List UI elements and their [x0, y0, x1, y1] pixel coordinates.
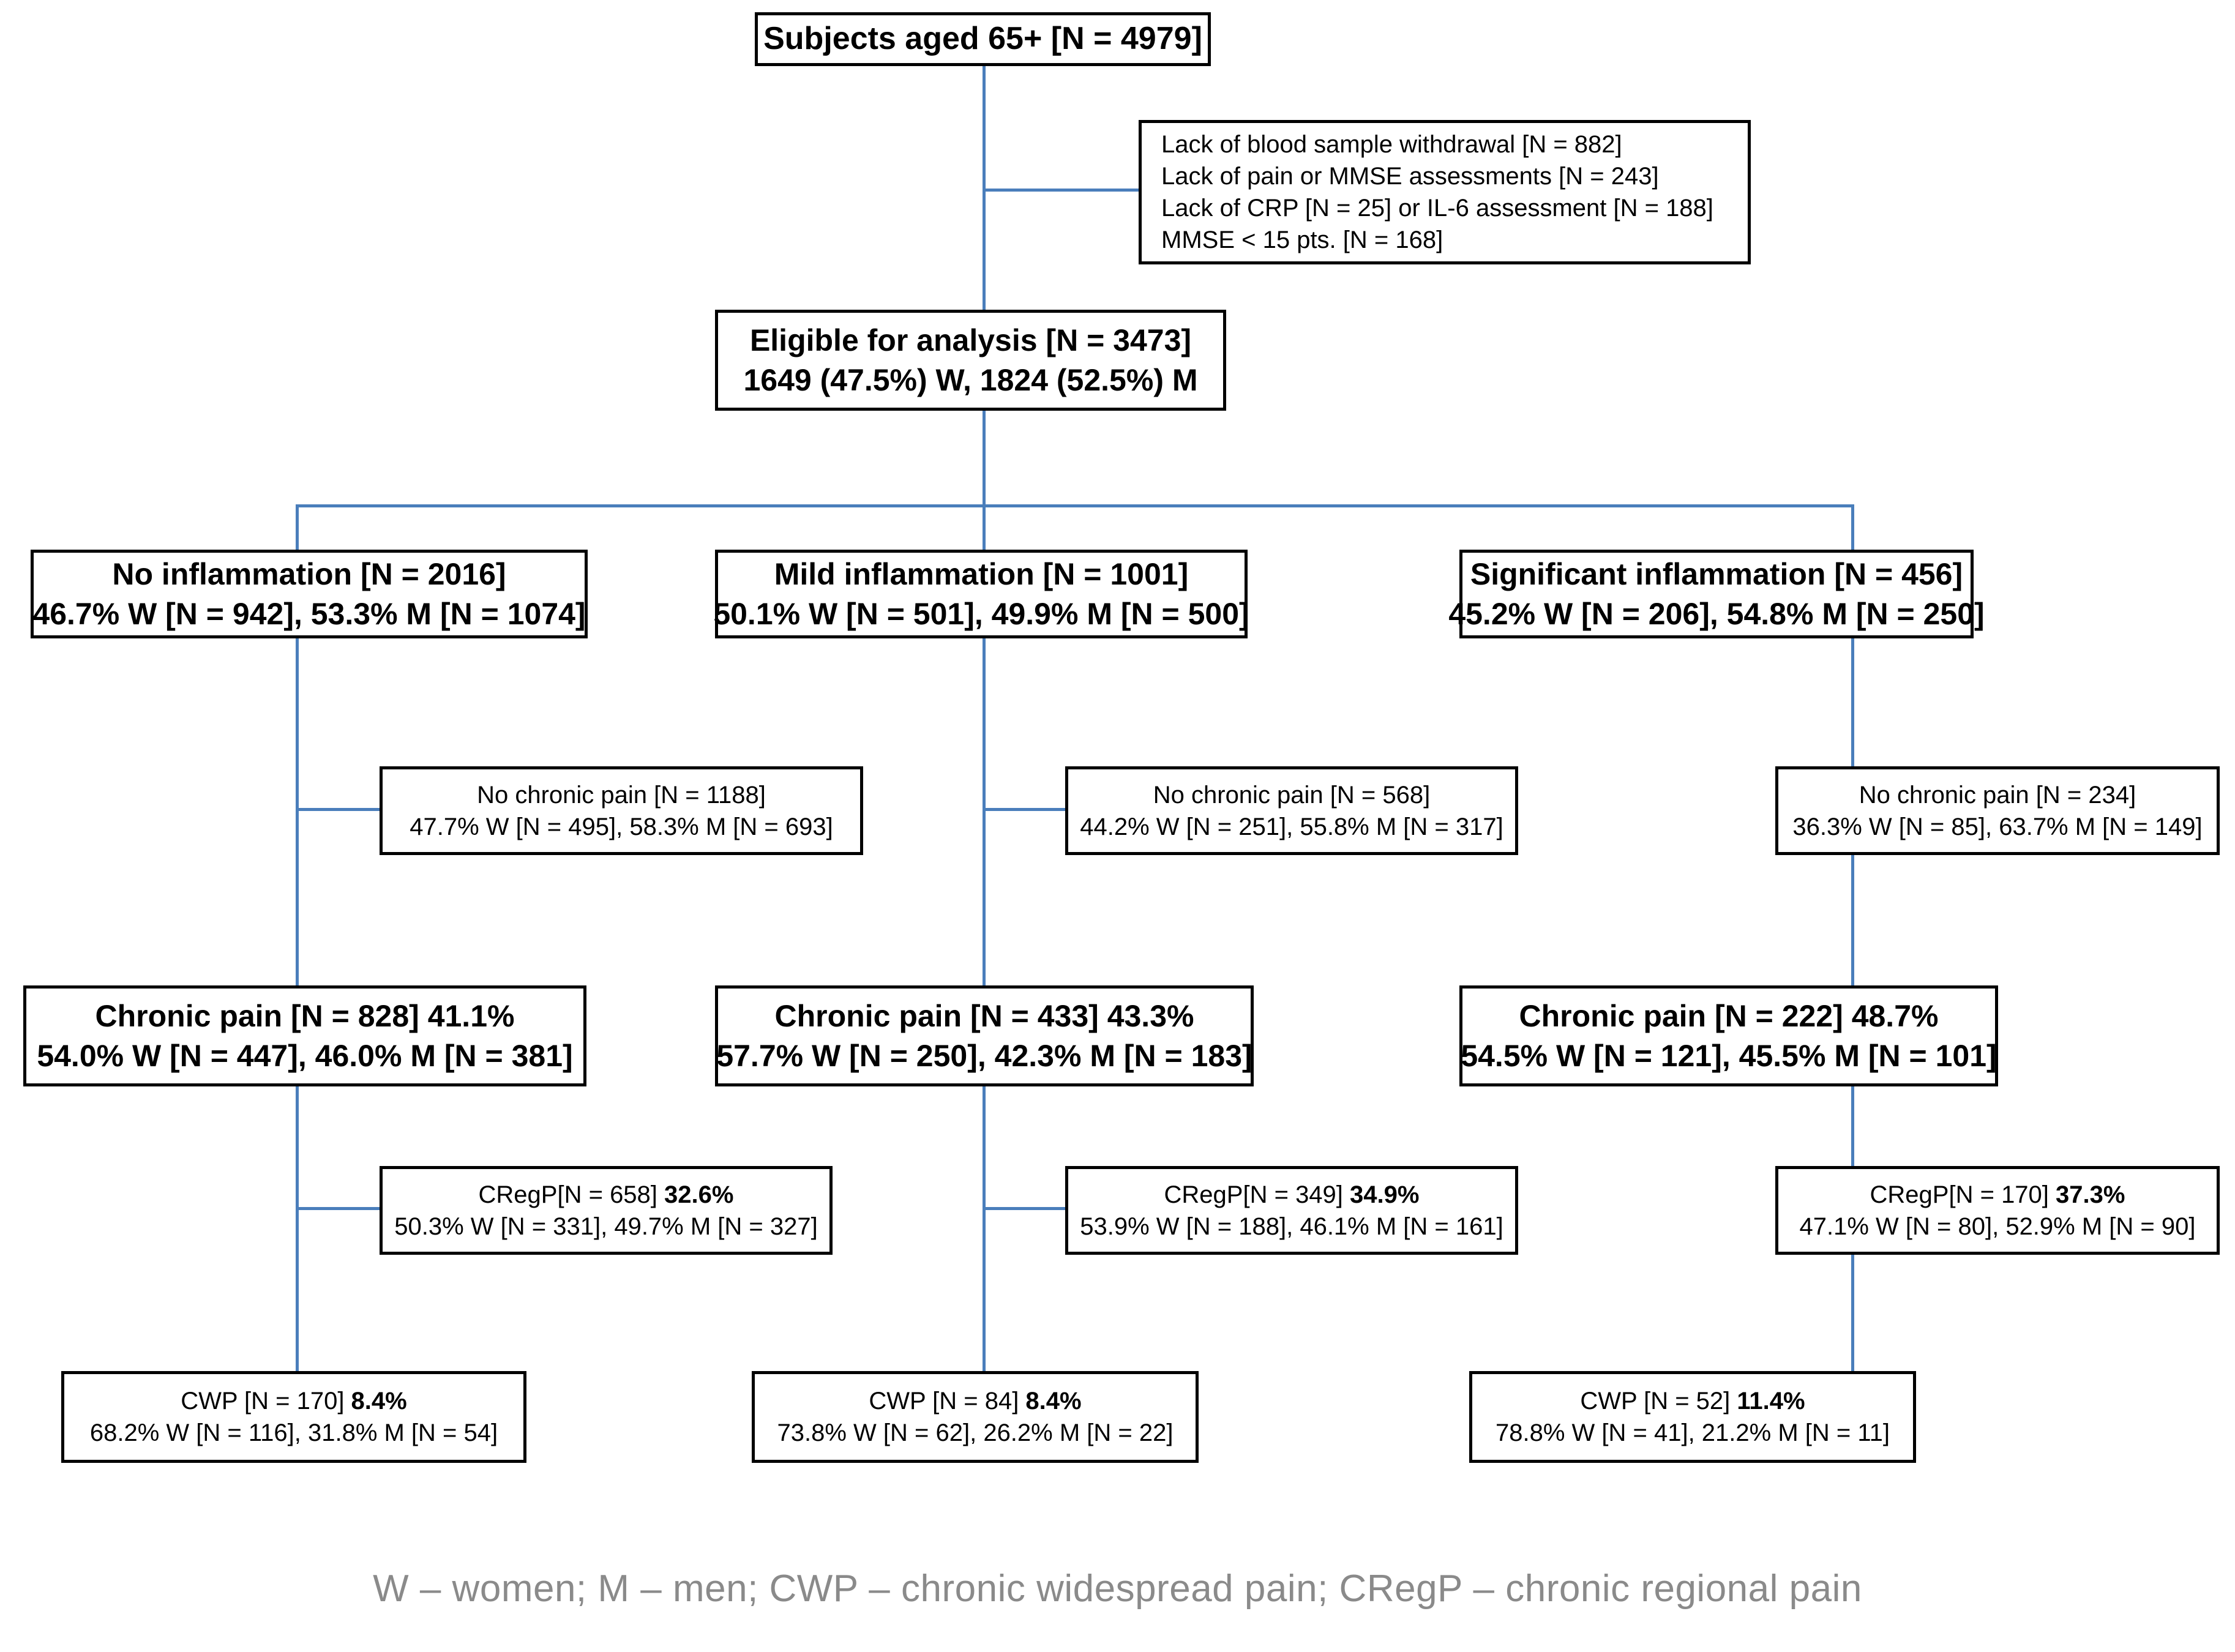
cregp-2-label: CRegP[N = 349] [1164, 1181, 1350, 1208]
subjects-root-box: Subjects aged 65+ [N = 4979] [755, 12, 1211, 66]
no-chronic-pain-3-line-1: No chronic pain [N = 234] [1859, 781, 2136, 809]
chronic-pain-no-inflammation-box: Chronic pain [N = 828] 41.1% 54.0% W [N … [23, 985, 586, 1086]
connector-column-1-to-cregp [296, 1207, 384, 1210]
cwp-1-label: CWP [N = 170] [181, 1388, 351, 1415]
chronic-pain-mild-inflammation-box: Chronic pain [N = 433] 43.3% 57.7% W [N … [715, 985, 1254, 1086]
exclusion-line-2: Lack of pain or MMSE assessments [N = 24… [1161, 163, 1659, 190]
connector-branch-bus [296, 504, 1854, 507]
cregp-3-line-2: 47.1% W [N = 80], 52.9% M [N = 90] [1799, 1213, 2196, 1240]
cwp-2-label: CWP [N = 84] [869, 1388, 1026, 1415]
subjects-root-line-1: Subjects aged 65+ [N = 4979] [763, 21, 1202, 57]
chronic-pain-1-line-1: Chronic pain [N = 828] 41.1% [95, 998, 515, 1033]
connector-column-1-to-no-chronic-pain [296, 808, 384, 811]
cregp-mild-inflammation-box: CRegP[N = 349] 34.9% 53.9% W [N = 188], … [1065, 1166, 1518, 1255]
exclusion-criteria-box: Lack of blood sample withdrawal [N = 882… [1139, 120, 1751, 264]
cwp-2-percent: 8.4% [1025, 1388, 1082, 1415]
no-chronic-pain-1-line-2: 47.7% W [N = 495], 58.3% M [N = 693] [410, 813, 833, 840]
no-chronic-pain-3-line-2: 36.3% W [N = 85], 63.7% M [N = 149] [1792, 813, 2203, 840]
no-inflammation-line-1: No inflammation [N = 2016] [112, 556, 506, 591]
no-chronic-pain-no-inflammation-box: No chronic pain [N = 1188] 47.7% W [N = … [380, 766, 863, 855]
cwp-mild-inflammation-box: CWP [N = 84] 8.4% 73.8% W [N = 62], 26.2… [752, 1371, 1199, 1463]
chronic-pain-2-line-1: Chronic pain [N = 433] 43.3% [774, 998, 1194, 1033]
eligible-line-1: Eligible for analysis [N = 3473] [749, 323, 1192, 357]
cwp-1-percent: 8.4% [351, 1388, 407, 1415]
cwp-significant-inflammation-box: CWP [N = 52] 11.4% 78.8% W [N = 41], 21.… [1469, 1371, 1916, 1463]
cregp-3-percent: 37.3% [2056, 1181, 2125, 1208]
no-chronic-pain-2-line-2: 44.2% W [N = 251], 55.8% M [N = 317] [1080, 813, 1503, 840]
no-chronic-pain-2-line-1: No chronic pain [N = 568] [1153, 781, 1431, 809]
cwp-1-line-1: CWP [N = 170] 8.4% [181, 1385, 406, 1417]
cregp-2-percent: 34.9% [1350, 1181, 1420, 1208]
mild-inflammation-line-1: Mild inflammation [N = 1001] [774, 556, 1189, 591]
connector-bus-to-no-inflammation [296, 504, 299, 553]
significant-inflammation-line-2: 45.2% W [N = 206], 54.8% M [N = 250] [1448, 596, 1985, 631]
connector-root-to-eligible [983, 65, 986, 310]
eligible-line-2: 1649 (47.5%) W, 1824 (52.5%) M [743, 362, 1198, 397]
connector-bus-to-mild-inflammation [983, 504, 986, 553]
cregp-3-label: CRegP[N = 170] [1870, 1181, 2056, 1208]
significant-inflammation-line-1: Significant inflammation [N = 456] [1470, 556, 1963, 591]
connector-eligible-down [983, 409, 986, 507]
cregp-1-line-1: CRegP[N = 658] 32.6% [479, 1179, 734, 1211]
no-chronic-pain-mild-inflammation-box: No chronic pain [N = 568] 44.2% W [N = 2… [1065, 766, 1518, 855]
connector-column-2-to-cregp [983, 1207, 1068, 1210]
exclusion-line-1: Lack of blood sample withdrawal [N = 882… [1161, 131, 1622, 158]
cregp-significant-inflammation-box: CRegP[N = 170] 37.3% 47.1% W [N = 80], 5… [1775, 1166, 2220, 1255]
cregp-3-line-1: CRegP[N = 170] 37.3% [1870, 1179, 2125, 1211]
cregp-1-line-2: 50.3% W [N = 331], 49.7% M [N = 327] [394, 1213, 818, 1240]
mild-inflammation-line-2: 50.1% W [N = 501], 49.9% M [N = 500] [713, 596, 1249, 631]
cwp-3-line-1: CWP [N = 52] 11.4% [1580, 1385, 1805, 1417]
connector-root-to-exclusions [983, 189, 1139, 192]
connector-column-2-to-no-chronic-pain [983, 808, 1068, 811]
exclusion-line-3: Lack of CRP [N = 25] or IL-6 assessment … [1161, 195, 1713, 222]
legend-abbreviations: W – women; M – men; CWP – chronic widesp… [373, 1568, 1862, 1610]
chronic-pain-significant-inflammation-box: Chronic pain [N = 222] 48.7% 54.5% W [N … [1459, 985, 1998, 1086]
no-chronic-pain-1-line-1: No chronic pain [N = 1188] [477, 781, 766, 809]
cwp-3-label: CWP [N = 52] [1580, 1388, 1737, 1415]
cregp-1-label: CRegP[N = 658] [478, 1181, 665, 1208]
no-inflammation-line-2: 46.7% W [N = 942], 53.3% M [N = 1074] [32, 596, 586, 631]
cwp-2-line-1: CWP [N = 84] 8.4% [869, 1385, 1081, 1417]
mild-inflammation-box: Mild inflammation [N = 1001] 50.1% W [N … [713, 550, 1249, 638]
eligible-for-analysis-box: Eligible for analysis [N = 3473] 1649 (4… [715, 310, 1226, 411]
cwp-no-inflammation-box: CWP [N = 170] 8.4% 68.2% W [N = 116], 31… [61, 1371, 526, 1463]
significant-inflammation-box: Significant inflammation [N = 456] 45.2%… [1448, 550, 1985, 638]
cregp-2-line-1: CRegP[N = 349] 34.9% [1164, 1179, 1420, 1211]
no-inflammation-box: No inflammation [N = 2016] 46.7% W [N = … [31, 550, 588, 638]
chronic-pain-2-line-2: 57.7% W [N = 250], 42.3% M [N = 183] [716, 1038, 1252, 1073]
chronic-pain-1-line-2: 54.0% W [N = 447], 46.0% M [N = 381] [37, 1038, 573, 1073]
cregp-1-percent: 32.6% [664, 1181, 734, 1208]
no-chronic-pain-significant-inflammation-box: No chronic pain [N = 234] 36.3% W [N = 8… [1775, 766, 2220, 855]
cwp-1-line-2: 68.2% W [N = 116], 31.8% M [N = 54] [89, 1419, 498, 1446]
cregp-no-inflammation-box: CRegP[N = 658] 32.6% 50.3% W [N = 331], … [380, 1166, 833, 1255]
cwp-3-line-2: 78.8% W [N = 41], 21.2% M [N = 11] [1495, 1419, 1890, 1446]
cwp-3-percent: 11.4% [1737, 1388, 1805, 1415]
chronic-pain-3-line-2: 54.5% W [N = 121], 45.5% M [N = 101] [1461, 1038, 1997, 1073]
cregp-2-line-2: 53.9% W [N = 188], 46.1% M [N = 161] [1080, 1213, 1503, 1240]
exclusion-line-4: MMSE < 15 pts. [N = 168] [1161, 226, 1443, 253]
chronic-pain-3-line-1: Chronic pain [N = 222] 48.7% [1519, 998, 1939, 1033]
cwp-2-line-2: 73.8% W [N = 62], 26.2% M [N = 22] [777, 1419, 1174, 1446]
connector-bus-to-significant-inflammation [1851, 504, 1854, 553]
